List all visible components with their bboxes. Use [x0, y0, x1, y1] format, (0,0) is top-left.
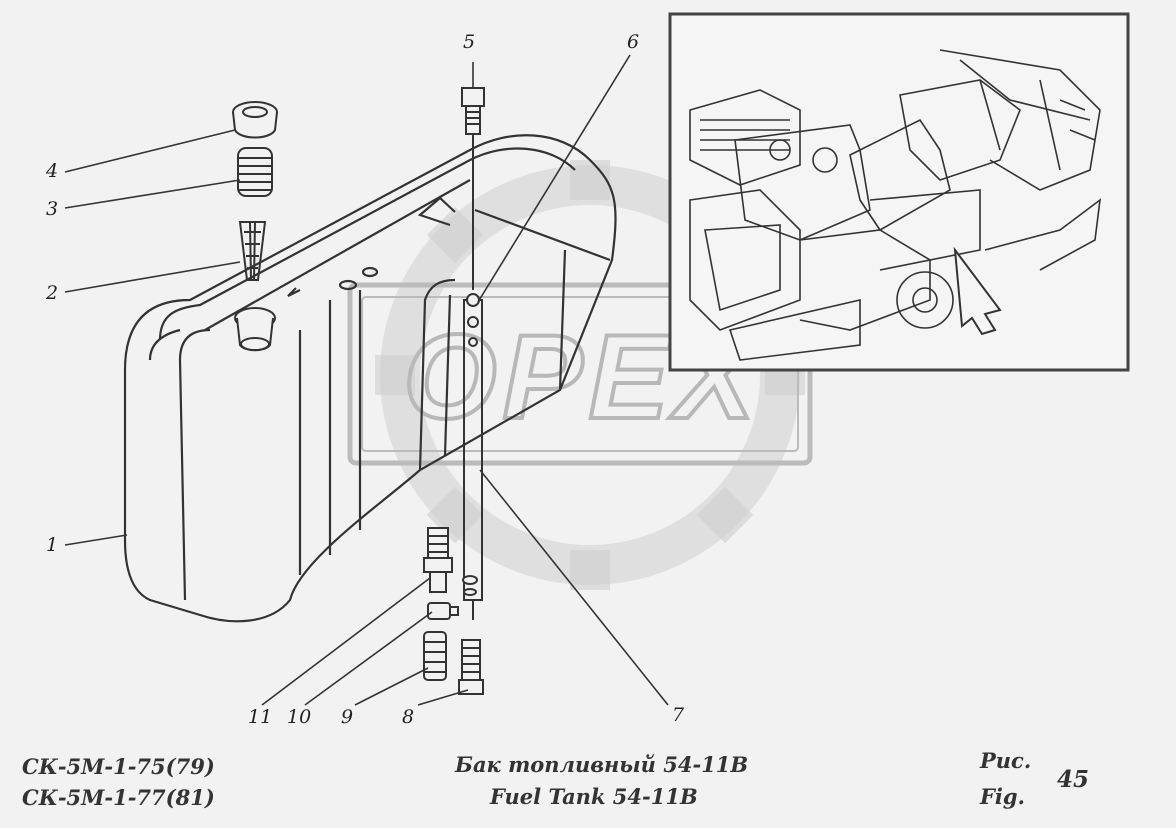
callout-7: 7	[672, 704, 685, 726]
callout-1: 1	[46, 534, 59, 556]
callout-8: 8	[402, 706, 415, 728]
part-clamp	[427, 602, 459, 620]
fuel-tank-body	[123, 134, 617, 623]
callout-9: 9	[341, 706, 354, 728]
part-bolt-bottom	[458, 575, 484, 695]
part-bolt-top	[461, 87, 485, 135]
title-russian: Бак топливный 54-11В	[455, 752, 749, 777]
pointer-arrow	[953, 246, 1002, 336]
filler-neck	[234, 307, 276, 352]
callout-4: 4	[46, 160, 59, 182]
callout-6: 6	[627, 31, 640, 53]
callout-11: 11	[248, 706, 273, 728]
model-code-2: СК-5М-1-77(81)	[22, 785, 215, 810]
model-code-1: СК-5М-1-75(79)	[22, 754, 215, 779]
leader-lines	[64, 54, 669, 706]
part-spring	[237, 147, 273, 197]
figure-number: 45	[1057, 766, 1090, 793]
callout-10: 10	[287, 706, 312, 728]
figure-label-russian: Рис.	[980, 748, 1032, 773]
title-english: Fuel Tank 54-11В	[490, 784, 698, 809]
part-fitting	[423, 527, 453, 593]
callout-5: 5	[463, 31, 476, 53]
sensor-rod	[463, 134, 483, 620]
part-cap	[232, 101, 278, 139]
part-hose	[423, 631, 447, 681]
callout-2: 2	[46, 282, 59, 304]
figure-label-english: Fig.	[980, 784, 1025, 809]
part-strainer	[238, 221, 267, 281]
inset-combine-view	[668, 12, 1130, 372]
callout-3: 3	[46, 198, 59, 220]
